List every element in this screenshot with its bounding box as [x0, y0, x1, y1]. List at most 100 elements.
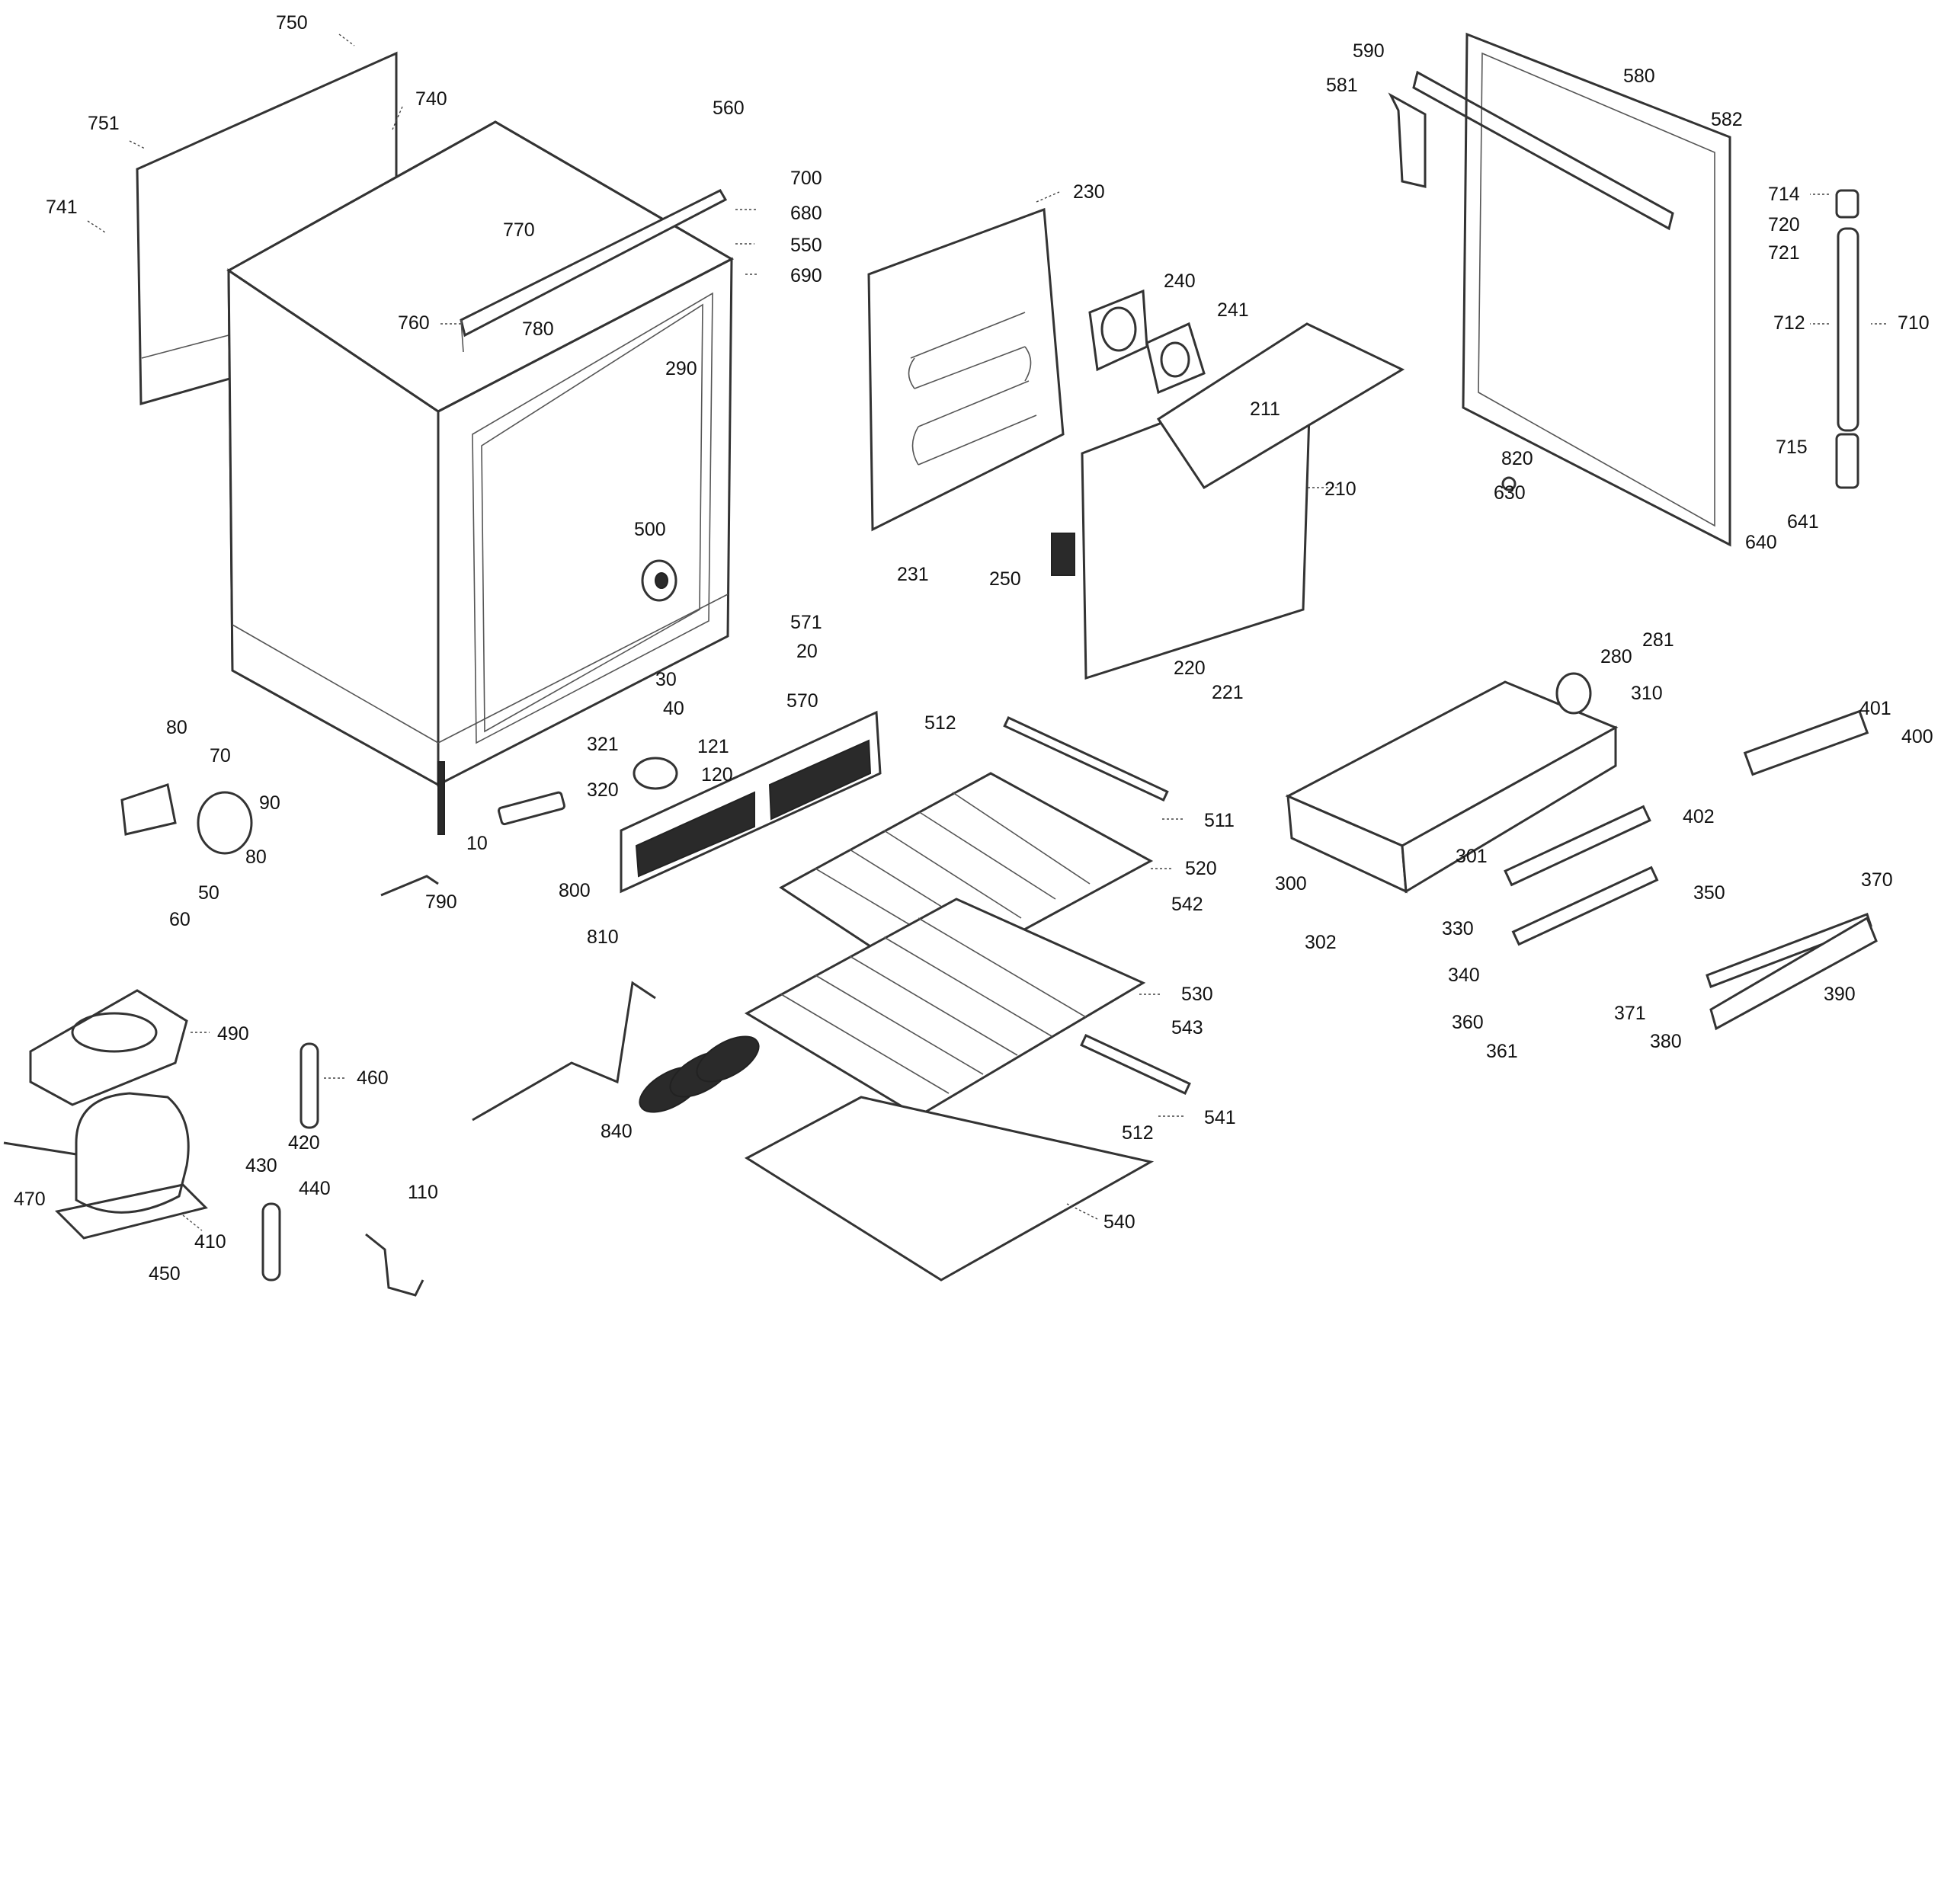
part-label: 712 — [1773, 312, 1805, 334]
part-label: 210 — [1324, 478, 1356, 500]
fan-motor — [120, 783, 177, 836]
compressor — [3, 1092, 208, 1240]
light-channel — [1511, 866, 1659, 946]
part-label: 361 — [1486, 1041, 1518, 1062]
part-label: 780 — [522, 318, 554, 340]
part-label: 10 — [466, 833, 488, 854]
evaporator-cover — [1051, 322, 1405, 680]
part-label: 410 — [194, 1231, 226, 1253]
part-label: 490 — [217, 1023, 249, 1045]
thermostat-housing — [1743, 709, 1869, 776]
part-label: 300 — [1275, 873, 1307, 894]
part-label: 250 — [989, 568, 1021, 590]
part-label: 543 — [1171, 1017, 1203, 1038]
fan-blade — [197, 791, 253, 855]
filter-drier — [299, 1042, 319, 1129]
capillary-tube — [261, 1202, 281, 1282]
part-label: 550 — [790, 235, 822, 256]
part-label: 640 — [1745, 532, 1777, 553]
part-label: 630 — [1494, 482, 1526, 504]
part-label: 714 — [1768, 184, 1800, 205]
part-label: 20 — [796, 641, 818, 662]
power-cord — [365, 1233, 424, 1297]
part-label: 720 — [1768, 214, 1800, 235]
fan-assembly — [1088, 289, 1206, 395]
part-label: 50 — [198, 882, 219, 904]
part-label: 302 — [1305, 932, 1337, 953]
kickplate-grille — [620, 710, 882, 894]
part-label: 590 — [1353, 40, 1385, 62]
part-label: 60 — [169, 909, 191, 930]
part-label: 70 — [210, 745, 231, 766]
top-rail — [460, 189, 728, 353]
part-label: 350 — [1693, 882, 1725, 904]
lamp-cover — [1504, 805, 1651, 887]
part-label: 680 — [790, 203, 822, 224]
part-label: 710 — [1898, 312, 1930, 334]
part-label: 120 — [701, 764, 733, 786]
part-label: 401 — [1859, 698, 1891, 719]
wire-shelves — [744, 772, 1154, 1118]
part-label: 290 — [665, 358, 697, 379]
part-label: 790 — [425, 891, 457, 913]
part-label: 370 — [1861, 869, 1893, 891]
part-label: 820 — [1501, 448, 1533, 469]
part-label: 90 — [259, 792, 280, 814]
part-label: 281 — [1642, 629, 1674, 651]
part-label: 430 — [245, 1155, 277, 1176]
leveling-screw — [437, 761, 445, 835]
door-handle — [1835, 189, 1859, 489]
part-label: 321 — [587, 734, 619, 755]
part-label: 740 — [415, 88, 447, 110]
shelf-support — [1003, 715, 1169, 802]
part-label: 330 — [1442, 918, 1474, 939]
part-label: 121 — [697, 736, 729, 757]
part-label: 512 — [924, 712, 956, 734]
part-label: 241 — [1217, 299, 1249, 321]
crisper-drawer — [1285, 680, 1619, 894]
part-label: 390 — [1824, 984, 1856, 1005]
leader-lines — [87, 34, 1886, 1231]
part-label: 320 — [587, 779, 619, 801]
part-label: 211 — [1250, 398, 1280, 420]
part-label: 570 — [786, 690, 818, 712]
condenser-coil — [472, 981, 760, 1122]
part-label: 371 — [1614, 1003, 1646, 1024]
compressor-cover — [29, 989, 188, 1106]
control-strip — [1706, 913, 1878, 1031]
part-label: 280 — [1600, 646, 1632, 667]
part-label: 700 — [790, 168, 822, 189]
part-label: 420 — [288, 1132, 320, 1154]
part-label: 582 — [1711, 109, 1743, 130]
part-label: 30 — [655, 669, 677, 690]
part-label: 741 — [46, 197, 78, 218]
part-label: 80 — [245, 846, 267, 868]
part-label: 310 — [1631, 683, 1663, 704]
part-label: 340 — [1448, 965, 1480, 986]
part-label: 520 — [1185, 858, 1217, 879]
part-label: 460 — [357, 1067, 389, 1089]
part-label: 512 — [1122, 1122, 1154, 1144]
evaporator-plate — [867, 207, 1065, 532]
door-stop — [1501, 476, 1517, 491]
shelf-rail — [1080, 1033, 1191, 1096]
part-label: 360 — [1452, 1012, 1484, 1033]
part-label: 440 — [299, 1178, 331, 1199]
part-label: 800 — [559, 880, 591, 901]
part-label: 560 — [713, 98, 745, 119]
part-label: 751 — [88, 113, 120, 134]
foot-bracket — [497, 791, 565, 826]
door-panel — [1388, 32, 1731, 547]
bottom-plate — [745, 1096, 1155, 1282]
part-label: 641 — [1787, 511, 1819, 533]
part-label: 760 — [398, 312, 430, 334]
part-label: 450 — [149, 1263, 181, 1285]
part-label: 301 — [1456, 846, 1488, 867]
foot-roller — [633, 757, 678, 790]
part-label: 571 — [790, 612, 822, 633]
part-label: 690 — [790, 265, 822, 286]
part-label: 40 — [663, 698, 684, 719]
part-label: 721 — [1768, 242, 1800, 264]
part-label: 221 — [1212, 682, 1244, 703]
